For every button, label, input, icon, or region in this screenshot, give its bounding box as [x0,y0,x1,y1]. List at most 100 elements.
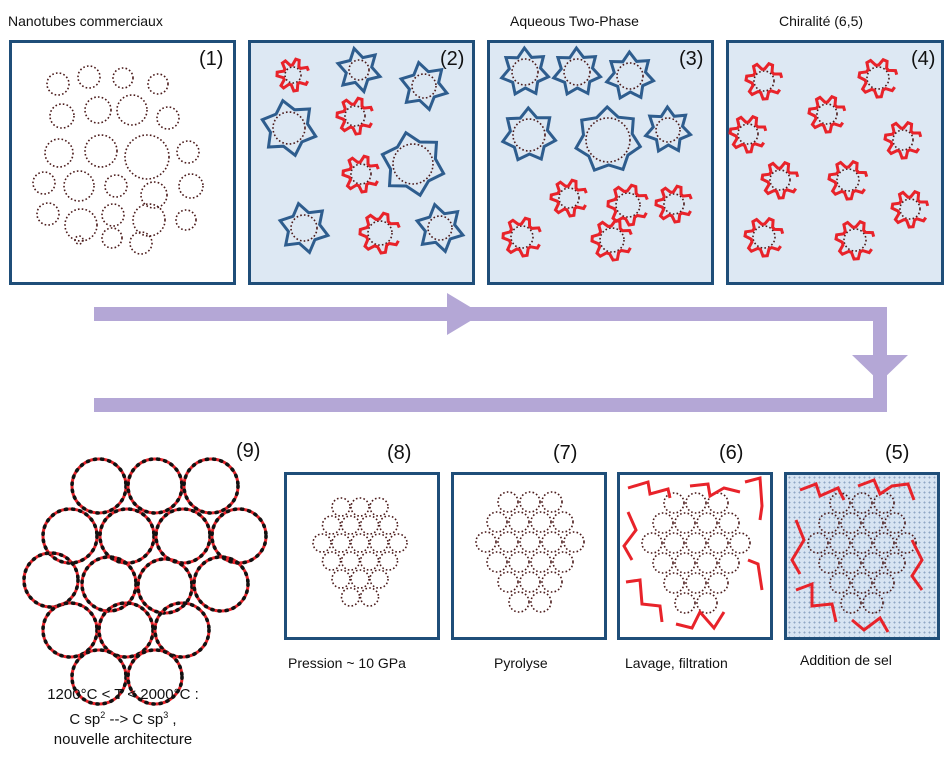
nanotube [350,163,372,185]
nanotube [312,533,332,553]
blue-surfactant-wrapper [604,49,657,101]
step-number-7: (7) [553,442,578,464]
nanotube [663,572,685,594]
carbon-atoms [136,557,194,615]
process-arrow-path [94,307,887,412]
nanotube [129,231,153,255]
nanotube [541,531,563,553]
nanotube [340,551,361,571]
nanotube [32,171,56,195]
caption-washing-filtration: Lavage, filtration [625,655,728,671]
carbon-atoms [154,507,212,565]
nanotube [359,587,380,607]
nanotube [486,511,508,533]
salted-aggregate [790,478,924,633]
red-surfactant-wrapper [501,216,542,258]
nanotube [475,531,497,553]
nanotube [36,202,60,226]
nanotube [519,571,541,593]
red-surfactant-wrapper [625,578,664,623]
step-number-3: (3) [679,48,704,70]
nanotube [321,515,342,535]
carbon-atoms [153,601,211,659]
nanotube [331,533,351,553]
nanotube [512,118,546,152]
caption-aqueous-two-phase: Aqueous Two-Phase [510,13,639,29]
nanotube [378,551,399,571]
nanotube [873,572,895,594]
arrowhead-down [852,355,908,382]
blue-surfactant-wrapper [643,104,694,154]
sorted-65-nanotubes [728,57,930,261]
red-surfactant-wrapper [622,511,638,561]
nanotube-bundle-mixed [32,65,204,255]
nanotube [873,532,895,554]
arrowhead-right [447,293,482,335]
nanotube [696,552,718,574]
red-surfactant-wrapper [358,211,401,255]
nanotube [104,174,128,198]
nanotube [840,512,862,534]
nanotube [175,209,197,231]
nanotube [140,181,168,209]
nanotube [541,571,563,593]
nanotube [884,512,906,534]
nanotube [729,532,751,554]
nanotube [84,134,118,168]
caption-final-conditions: 1200°C < T < 2000°C : C sp2 --> C sp3 , … [28,685,218,750]
nanotube [884,552,906,574]
nanotube [616,62,644,90]
nanotube [851,492,873,514]
nanotube [411,73,437,99]
carbon-atoms [126,648,184,706]
blue-surfactant-wrapper [277,201,331,255]
nanotube [132,203,166,237]
red-surfactant-wrapper [851,615,890,633]
dispersed-nanotubes-with-surfactant [260,45,466,255]
nanotube [392,143,434,185]
nanotube [530,511,552,533]
nanotube [350,497,370,517]
nanotube [599,227,625,253]
nanotube [369,533,389,553]
nanotube [508,551,530,573]
blue-surfactant-wrapper [398,59,450,113]
nanotube [652,552,674,574]
red-surfactant-wrapper [857,57,899,99]
nanotube [101,203,125,227]
nanotube [816,103,838,125]
nanotube [663,492,685,514]
nanotube [348,59,370,81]
nanotube [156,106,180,130]
nanotube [344,105,366,127]
red-surfactant-wrapper [744,476,764,521]
step-number-9: (9) [236,440,261,462]
nanotube [892,129,914,151]
caption-hybridization: C sp2 --> C sp3 , [69,710,177,728]
red-surfactant-wrapper [590,218,633,262]
process-arrow [94,293,908,412]
nanotube [64,208,98,242]
nanotube [116,94,148,126]
carbon-atoms [22,551,80,609]
nanotube [851,532,873,554]
nanotube [77,65,101,89]
nanotube [895,532,917,554]
step-number-8: (8) [387,442,412,464]
nanotube [321,551,342,571]
nanotube [807,532,829,554]
nanotube [840,552,862,574]
nanotube [840,592,862,614]
nanotube [508,591,530,613]
nanotube [585,117,631,163]
nanotube [641,532,663,554]
nanotube [674,512,696,534]
nanotube [530,591,552,613]
nanotube [558,187,580,209]
nanotube [663,532,685,554]
blue-surfactant-wrapper [499,45,552,97]
nanotube [340,587,361,607]
red-surfactant-wrapper [795,581,838,623]
nanotube [290,214,318,242]
